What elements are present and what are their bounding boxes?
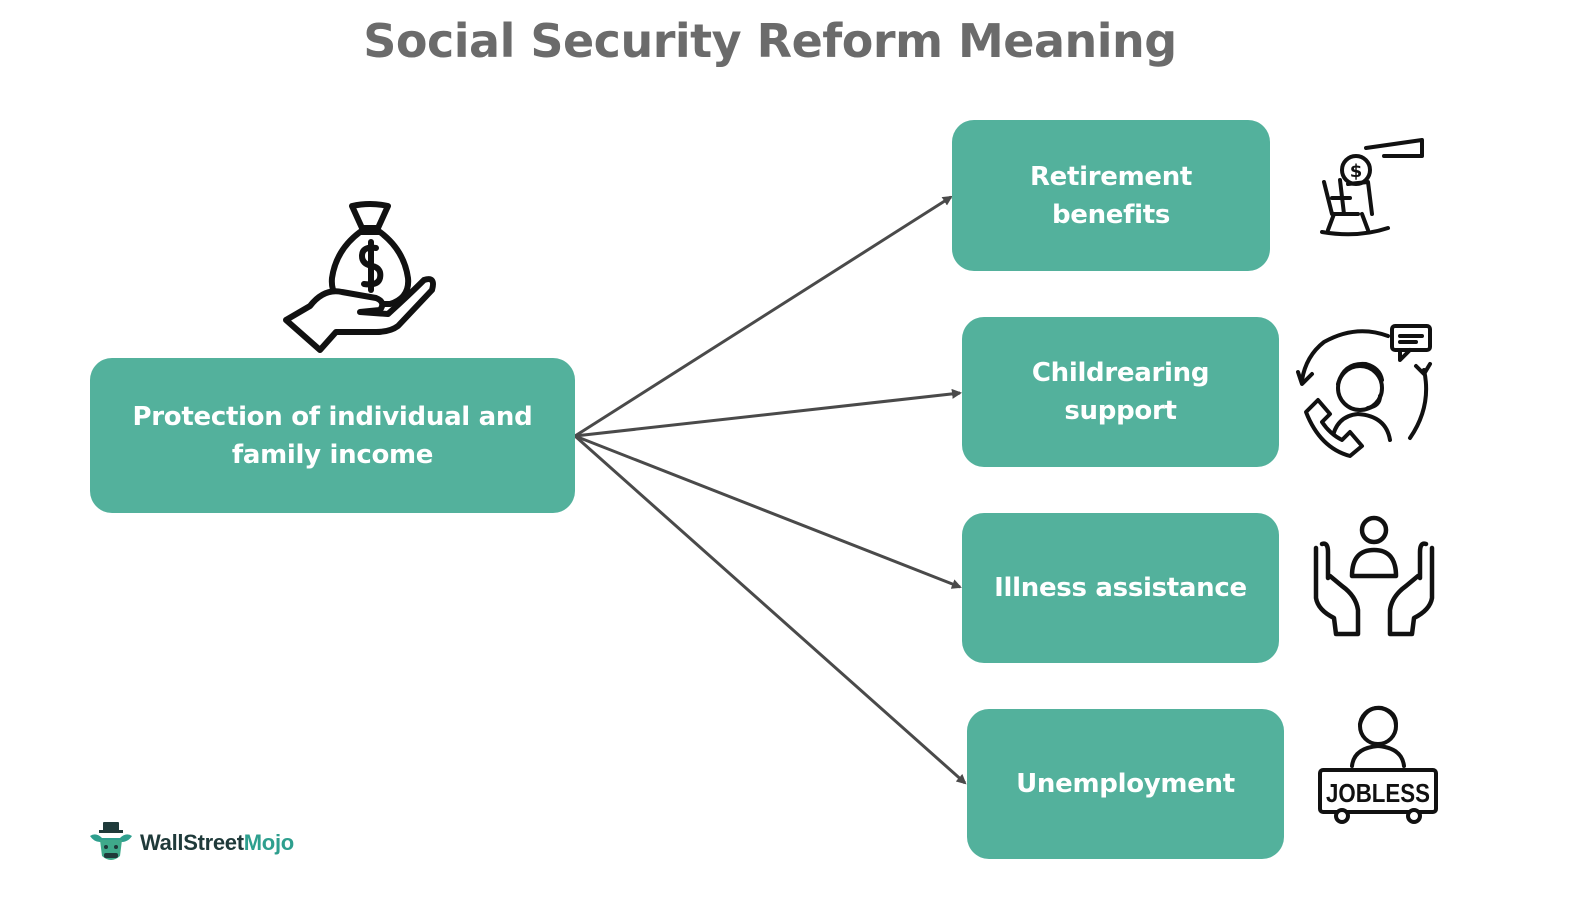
jobless-sign-text: JOBLESS (1326, 778, 1430, 808)
bull-mascot-icon (90, 822, 132, 860)
hands-caring-person-icon (1313, 515, 1435, 637)
arrow-retirement (574, 195, 953, 438)
center-node: Protection of individual and family inco… (90, 358, 575, 513)
wallstreetmojo-logo: WallStreetMojo (88, 820, 294, 866)
logo-text-wallstreet: WallStreet (140, 830, 244, 855)
branch-illness-assistance: Illness assistance (962, 513, 1279, 663)
jobless-sign-icon: JOBLESS (1318, 705, 1438, 824)
branch-childrearing-support: Childrearing support (962, 317, 1279, 467)
svg-text:$: $ (1350, 161, 1363, 182)
logo-text-mojo: Mojo (243, 830, 294, 855)
page-title: Social Security Reform Meaning (363, 14, 1177, 68)
arrow-unemployment (574, 434, 967, 785)
arrow-childrearing (574, 388, 962, 438)
rocking-chair-coin-icon: $ (1320, 138, 1424, 237)
money-bag-hand-icon (283, 201, 436, 353)
branch-retirement-benefits: Retirement benefits (952, 120, 1270, 271)
branch-unemployment: Unemployment (967, 709, 1284, 859)
arrow-illness (574, 434, 962, 589)
support-agent-icon (1296, 324, 1432, 458)
